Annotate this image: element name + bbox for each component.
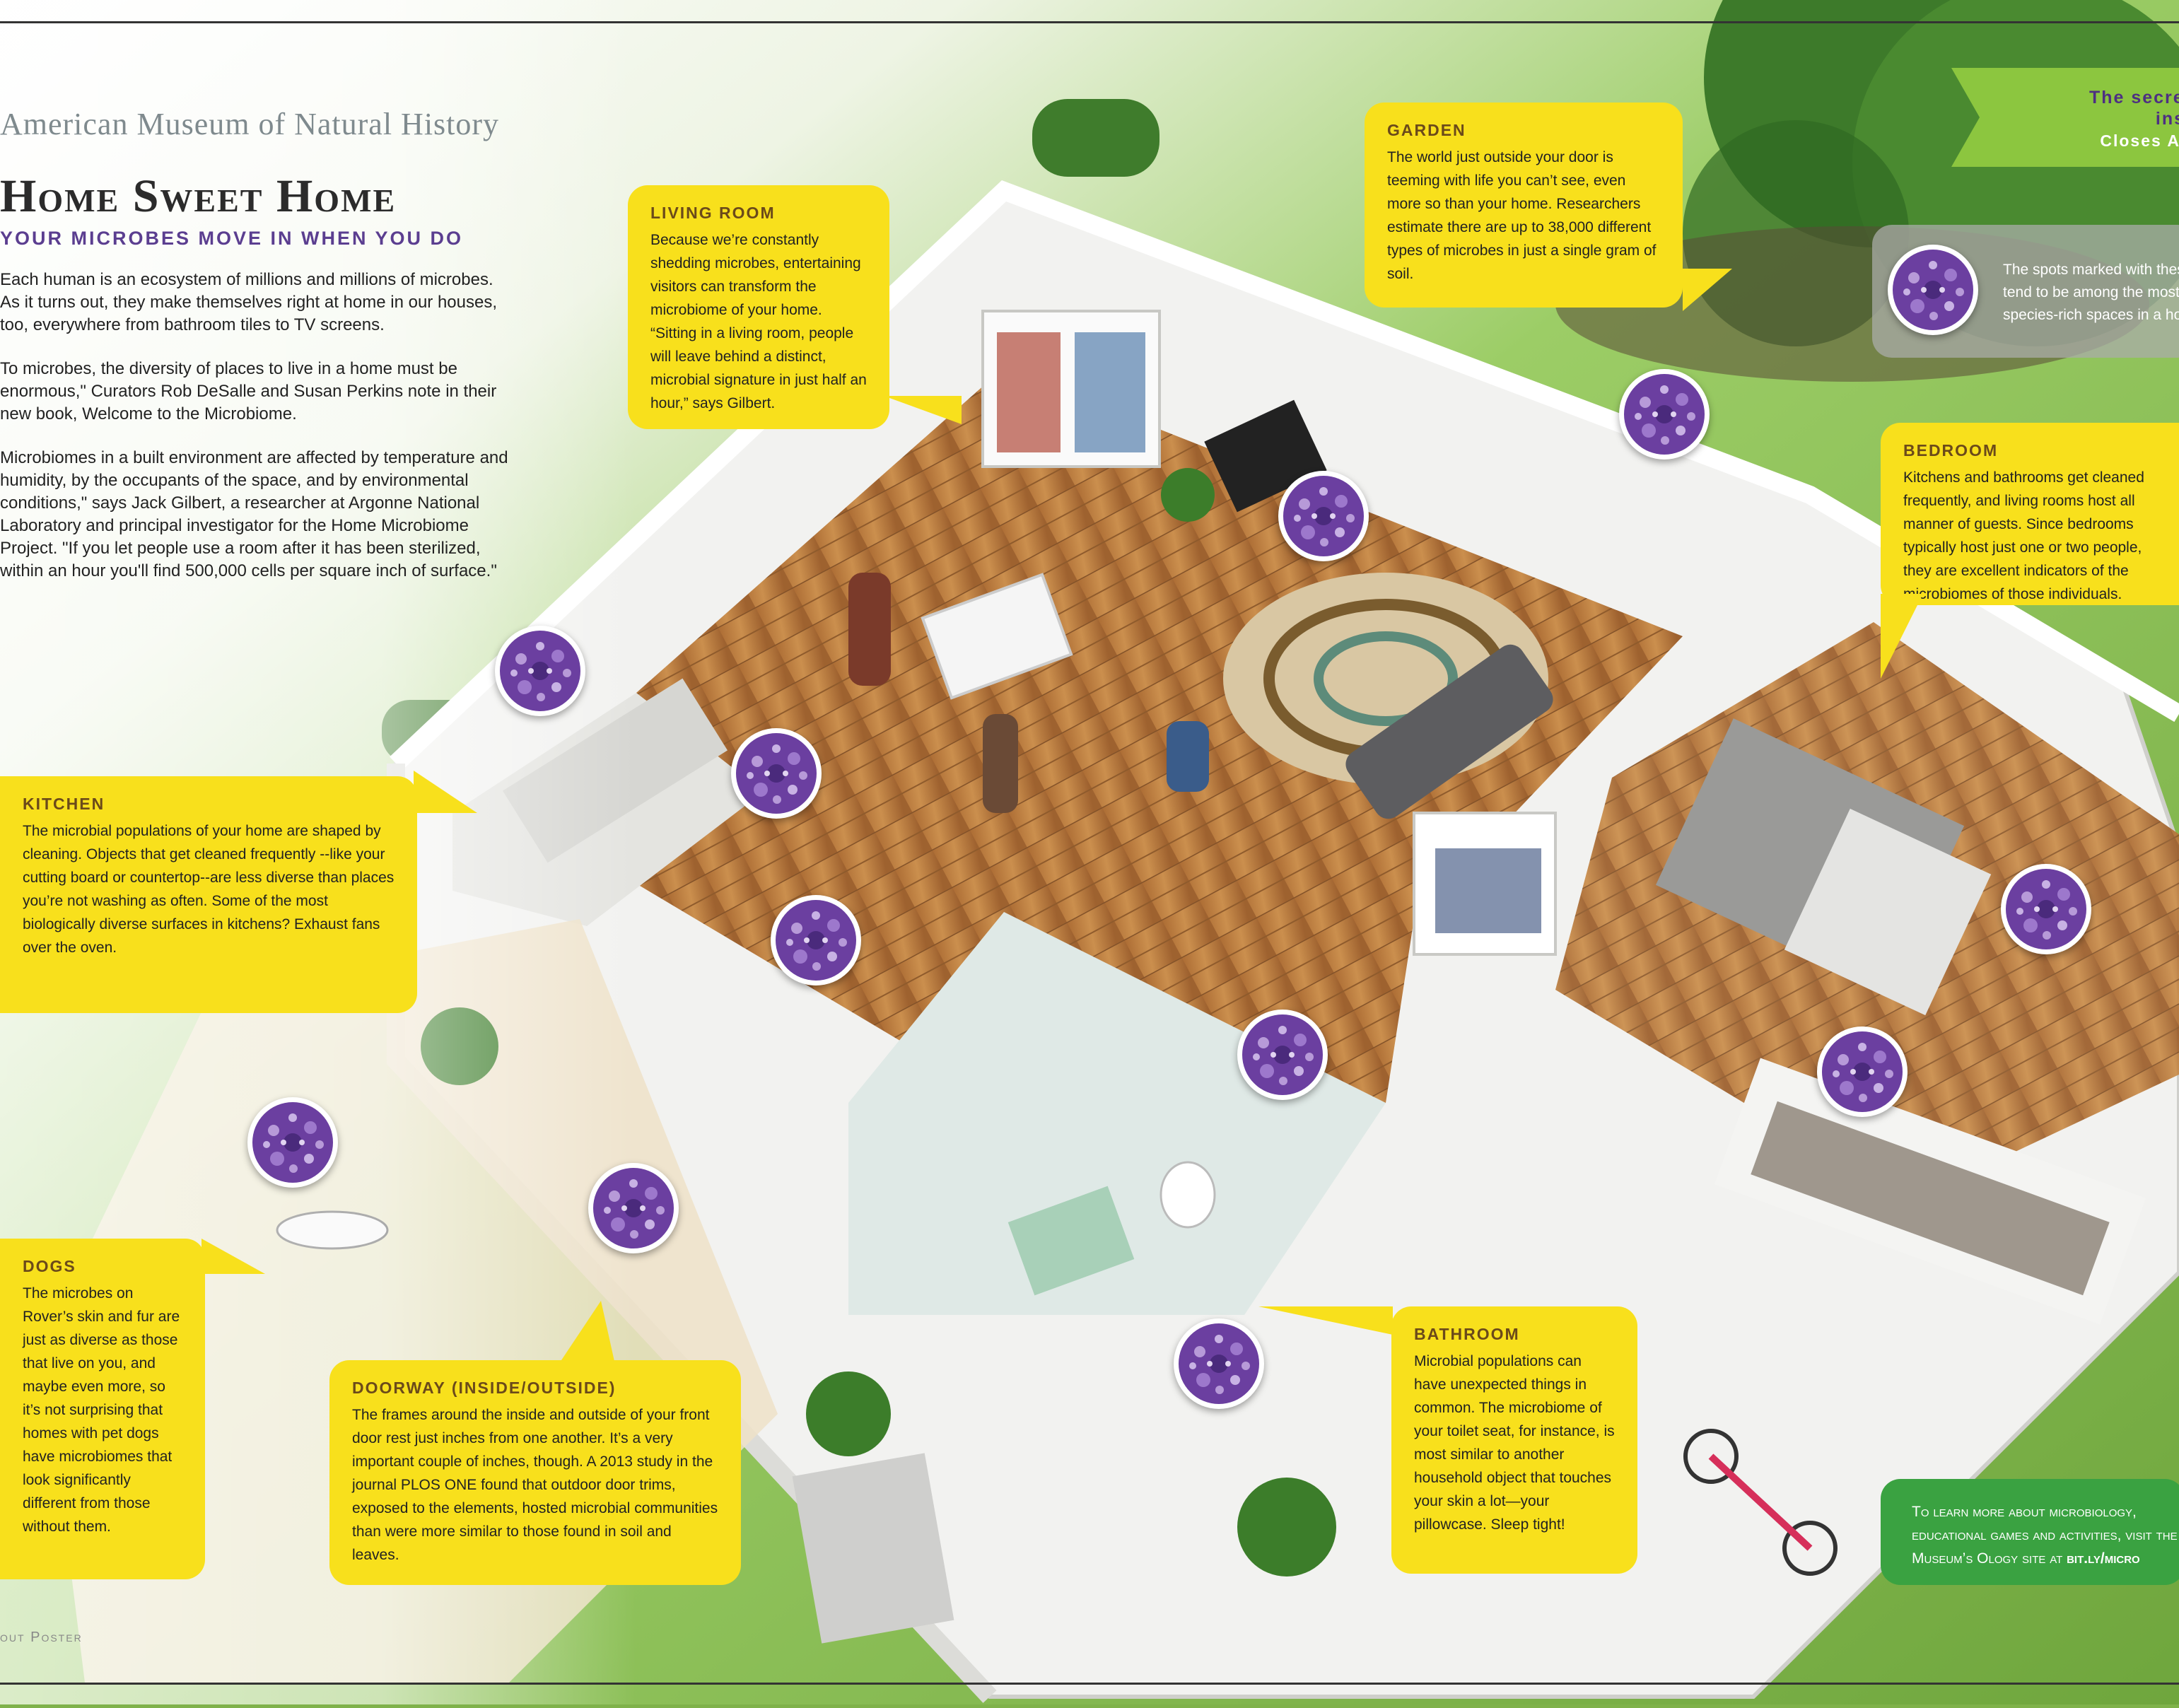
callout-title: Doorway (Inside/Outside) xyxy=(352,1379,617,1397)
microbe-marker-icon xyxy=(588,1163,679,1253)
callout-pointer xyxy=(559,1301,615,1364)
page-title: Home Sweet Home xyxy=(0,170,397,222)
callout-doorway: Doorway (Inside/Outside) The frames arou… xyxy=(329,1360,741,1585)
intro-paragraph: Microbiomes in a built environment are a… xyxy=(0,448,508,580)
microbe-marker-icon xyxy=(1174,1318,1264,1409)
learn-more-copy: To learn more about microbiology, educat… xyxy=(1912,1504,2178,1567)
microbe-marker-icon xyxy=(771,895,861,985)
callout-body: The world just outside your door is teem… xyxy=(1387,149,1657,282)
museum-logo: American Museum of Natural History xyxy=(0,107,500,141)
callout-pointer xyxy=(1258,1306,1393,1335)
callout-pointer xyxy=(414,771,477,813)
banner-line: The secret xyxy=(2089,88,2179,107)
callout-title: Living Room xyxy=(650,204,776,222)
callout-title: Bedroom xyxy=(1903,441,1999,460)
callout-body: Microbial populations can have unexpecte… xyxy=(1414,1353,1615,1533)
legend-note-text: The spots marked with these tend to be a… xyxy=(2003,262,2179,323)
callout-title: Bathroom xyxy=(1414,1325,1520,1343)
callout-pointer xyxy=(884,396,962,424)
callout-title: Kitchen xyxy=(23,795,105,813)
microbe-marker-icon xyxy=(1817,1026,1908,1117)
learn-more-box: To learn more about microbiology, educat… xyxy=(1881,1479,2179,1585)
exhibit-banner: The secret insi Closes Au xyxy=(1951,68,2179,167)
microbe-marker-icon xyxy=(247,1097,338,1188)
callout-bathroom: Bathroom Microbial populations can have … xyxy=(1391,1306,1637,1574)
microbe-marker-icon xyxy=(1619,369,1710,460)
callout-body: The microbes on Rover’s skin and fur are… xyxy=(23,1285,180,1535)
banner-ribbon-shape xyxy=(1951,68,2179,167)
callout-pointer xyxy=(1881,594,1923,679)
callout-body: Kitchens and bathrooms get cleaned frequ… xyxy=(1903,469,2144,602)
microbe-marker-icon xyxy=(2001,864,2091,954)
bottom-rule xyxy=(0,1683,2179,1685)
callout-kitchen: Kitchen The microbial populations of you… xyxy=(0,776,417,1013)
intro-text: Each human is an ecosystem of millions a… xyxy=(0,269,516,604)
callout-title: Dogs xyxy=(23,1257,76,1275)
callout-title: Garden xyxy=(1387,121,1466,139)
microbe-marker-icon xyxy=(1237,1010,1328,1100)
callout-body: Because we’re constantly shedding microb… xyxy=(650,232,867,411)
callout-body: The microbial populations of your home a… xyxy=(23,823,395,956)
banner-line: Closes Au xyxy=(2100,131,2179,150)
legend-note: The spots marked with these tend to be a… xyxy=(1872,225,2179,358)
callout-pointer xyxy=(1683,269,1732,311)
intro-paragraph: Each human is an ecosystem of millions a… xyxy=(0,270,498,334)
microbe-marker-icon xyxy=(731,728,822,819)
microbe-marker-icon xyxy=(1278,471,1369,561)
learn-more-link[interactable]: bit.ly/micro xyxy=(2067,1550,2140,1567)
top-rule xyxy=(0,21,2179,23)
callout-living-room: Living Room Because we’re constantly she… xyxy=(628,185,889,429)
callout-pointer xyxy=(201,1239,265,1274)
learn-more-text: To learn more about microbiology, educat… xyxy=(1912,1500,2179,1570)
footer-label: out Poster xyxy=(0,1630,83,1645)
callout-dogs: Dogs The microbes on Rover’s skin and fu… xyxy=(0,1239,205,1579)
microbe-marker-icon xyxy=(1888,245,1978,335)
intro-paragraph: To microbes, the diversity of places to … xyxy=(0,359,497,423)
banner-line: insi xyxy=(2155,109,2179,129)
microbe-marker-icon xyxy=(495,626,585,716)
page-subtitle: Your microbes move in when you do xyxy=(0,228,464,249)
callout-body: The frames around the inside and outside… xyxy=(352,1407,718,1563)
callout-garden: Garden The world just outside your door … xyxy=(1365,103,1683,308)
callout-bedroom: Bedroom Kitchens and bathrooms get clean… xyxy=(1881,423,2179,605)
